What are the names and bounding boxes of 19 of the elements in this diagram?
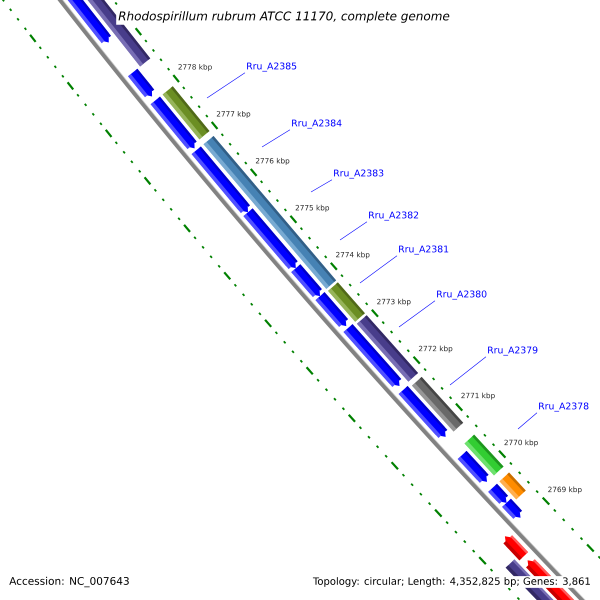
leader-line [360, 255, 398, 284]
gene-label: Rru_A2382 [369, 211, 418, 221]
leader-line [518, 412, 538, 430]
leader-line [206, 72, 246, 98]
leader-line [262, 129, 290, 148]
genome-summary: Topology: circular; Length: 4,352,825 bp; Genes: 3,861 [312, 576, 592, 588]
gene-label: Rru_A2383 [334, 169, 384, 179]
gene-label: Rru_A2380 [437, 290, 486, 300]
accession-text: Accession: NC_007643 [8, 576, 131, 588]
gene-label: Rru_A2378 [539, 402, 588, 412]
gene-label: Rru_A2379 [488, 346, 538, 356]
leader-line [310, 179, 332, 192]
gene-label: Rru_A2384 [292, 119, 342, 129]
gene-label: Rru_A2385 [247, 62, 296, 72]
leader-line [340, 221, 368, 240]
leader-line [450, 356, 486, 386]
title: Rhodospirillum rubrum ATCC 11170, complete genome [116, 9, 452, 25]
leader-line [398, 300, 436, 328]
gene-label: Rru_A2381 [399, 245, 448, 255]
